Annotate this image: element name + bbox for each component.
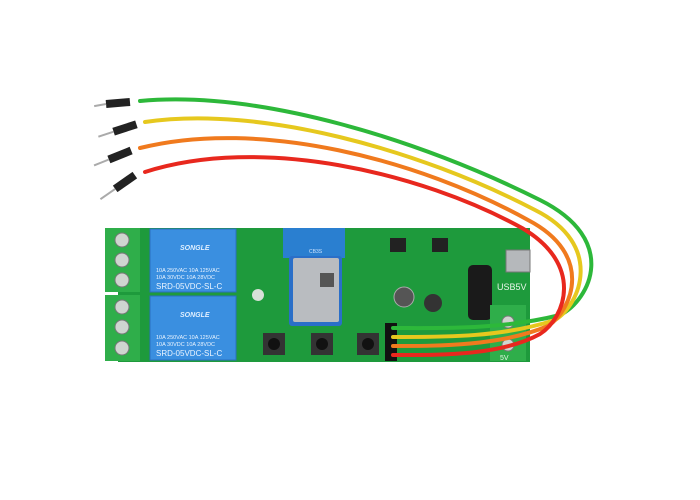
jumper-wires xyxy=(138,97,594,358)
micro-usb-port xyxy=(505,249,531,273)
relay-rating: 10A 250VAC 10A 125VAC xyxy=(156,335,220,341)
ic-chip xyxy=(390,238,406,252)
antenna-coil xyxy=(468,265,492,320)
usb-label: USB5V xyxy=(497,282,527,292)
relay-model: SRD-05VDC-SL-C xyxy=(156,282,222,291)
relay-brand: SONGLE xyxy=(180,312,210,319)
relay-rating: 10A 30VDC 10A 28VDC xyxy=(156,275,215,281)
wire-red xyxy=(143,155,566,358)
left-terminal-block xyxy=(105,228,140,361)
wire-green xyxy=(138,97,594,331)
relay-brand: SONGLE xyxy=(180,245,210,252)
relay-2: SONGLE 10A 250VAC 10A 125VAC 10A 30VDC 1… xyxy=(149,295,237,361)
led xyxy=(252,289,264,301)
push-buttons xyxy=(263,333,379,355)
wire-connector xyxy=(385,323,397,361)
power-label: 5V xyxy=(500,355,509,362)
capacitor xyxy=(393,286,415,308)
relay-1: SONGLE 10A 250VAC 10A 125VAC 10A 30VDC 1… xyxy=(149,228,237,293)
relay-rating: 10A 250VAC 10A 125VAC xyxy=(156,268,220,274)
relay-model: SRD-05VDC-SL-C xyxy=(156,349,222,358)
wire-orange xyxy=(138,136,575,348)
ic-chip xyxy=(432,238,448,252)
relay-rating: 10A 30VDC 10A 28VDC xyxy=(156,342,215,348)
wifi-module: CB3S xyxy=(283,228,345,326)
wire-yellow xyxy=(143,116,583,340)
dupont-pins xyxy=(93,97,138,201)
inductor xyxy=(424,294,442,312)
module-label: CB3S xyxy=(309,249,323,255)
